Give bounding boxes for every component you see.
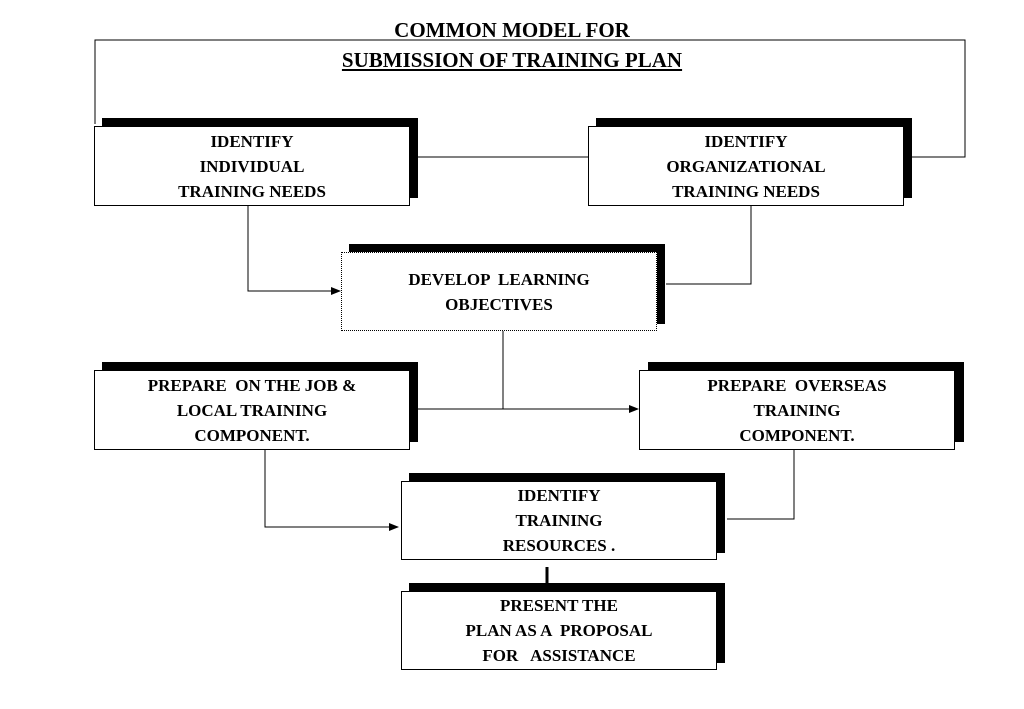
box-identify-individual: IDENTIFY INDIVIDUAL TRAINING NEEDS bbox=[94, 126, 410, 206]
local-to-resources bbox=[264, 450, 399, 531]
organizational-to-objectives bbox=[666, 206, 752, 285]
box-line: IDENTIFY bbox=[517, 486, 601, 505]
box-develop-objectives: DEVELOP LEARNING OBJECTIVES bbox=[341, 252, 657, 331]
box-identify-resources: IDENTIFY TRAINING RESOURCES . bbox=[401, 481, 717, 560]
box-line: TRAINING bbox=[753, 400, 841, 420]
diagram-title-line1: COMMON MODEL FOR bbox=[394, 18, 630, 42]
box-line: COMPONENT. bbox=[739, 425, 855, 445]
box-line: IDENTIFY bbox=[704, 131, 788, 151]
box-line: LOCAL TRAINING bbox=[176, 400, 328, 420]
box-line: ORGANIZATIONAL bbox=[666, 156, 826, 176]
box-line: COMPONENT. bbox=[194, 425, 310, 445]
box-line: TRAINING bbox=[515, 511, 603, 530]
box-line: PREPARE OVERSEAS bbox=[707, 375, 887, 395]
box-line: TRAINING NEEDS bbox=[178, 181, 326, 201]
diagram-title-line2: SUBMISSION OF TRAINING PLAN bbox=[341, 48, 683, 72]
box-line: PRESENT THE bbox=[500, 596, 618, 615]
box-line: DEVELOP LEARNING bbox=[408, 269, 590, 289]
box-line: TRAINING NEEDS bbox=[672, 181, 820, 201]
box-line: PREPARE ON THE JOB & bbox=[147, 375, 357, 395]
box-line: FOR ASSISTANCE bbox=[482, 646, 636, 665]
box-line: OBJECTIVES bbox=[445, 294, 553, 314]
box-line: INDIVIDUAL bbox=[199, 156, 305, 176]
box-present-proposal: PRESENT THE PLAN AS A PROPOSAL FOR ASSIS… bbox=[401, 591, 717, 670]
box-prepare-local: PREPARE ON THE JOB & LOCAL TRAINING COMP… bbox=[94, 370, 410, 450]
box-prepare-overseas: PREPARE OVERSEAS TRAINING COMPONENT. bbox=[639, 370, 955, 450]
box-line: IDENTIFY bbox=[210, 131, 294, 151]
box-line: RESOURCES . bbox=[502, 536, 616, 555]
overseas-to-resources bbox=[727, 450, 795, 520]
box-identify-organizational: IDENTIFY ORGANIZATIONAL TRAINING NEEDS bbox=[588, 126, 904, 206]
individual-to-objectives bbox=[247, 206, 341, 295]
box-line: PLAN AS A PROPOSAL bbox=[465, 621, 653, 640]
outer-loop-line bbox=[94, 39, 966, 158]
